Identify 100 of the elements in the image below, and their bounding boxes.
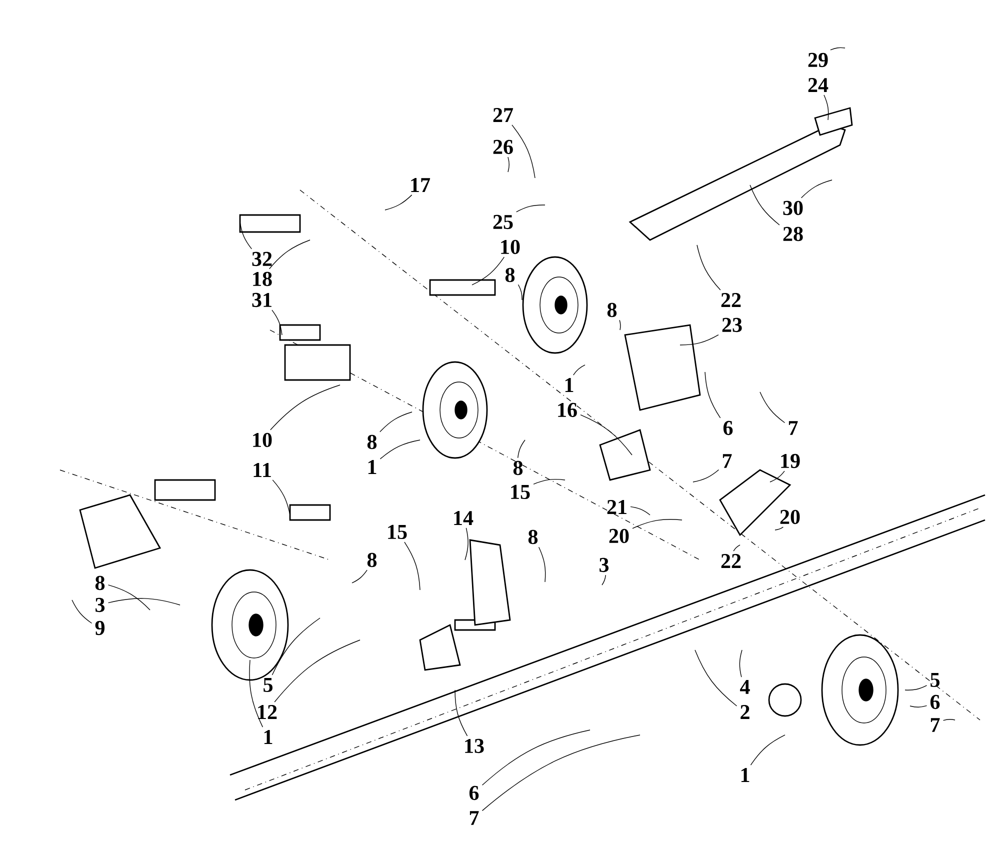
callout-number: 15 — [511, 484, 530, 500]
leader-line — [270, 384, 340, 430]
callout-number: 8 — [95, 576, 105, 590]
leader-line — [482, 734, 640, 812]
callout-number: 29 — [808, 52, 828, 68]
leader-line — [602, 574, 606, 586]
callout-number: 19 — [781, 454, 800, 468]
callout-number: 31 — [252, 292, 272, 308]
callout-number: 7 — [722, 454, 732, 468]
leader-line — [824, 94, 829, 120]
leader-line — [518, 284, 522, 300]
callout-number: 28 — [783, 226, 803, 242]
callout-number: 27 — [493, 108, 514, 122]
leader-line — [770, 470, 785, 482]
callout-number: 21 — [607, 500, 626, 514]
callout-number: 8 — [528, 530, 538, 544]
callout-number: 13 — [465, 738, 484, 754]
leader-line — [760, 392, 786, 424]
leader-line — [694, 650, 738, 706]
leader-line — [696, 244, 721, 290]
callout-number: 5 — [930, 673, 940, 687]
leader-line — [352, 570, 368, 584]
leader-line — [464, 528, 468, 560]
leader-line — [482, 730, 590, 786]
leader-line — [739, 650, 742, 678]
leader-line — [404, 542, 420, 590]
callout-number: 1 — [368, 460, 376, 474]
callout-number: 2 — [740, 705, 750, 719]
callout-number: 7 — [470, 811, 479, 825]
callout-number: 6 — [930, 694, 940, 710]
leader-line — [454, 690, 468, 736]
leader-line — [240, 222, 252, 250]
callout-number: 1 — [741, 768, 750, 782]
callout-number: 5 — [264, 678, 272, 692]
leader-line — [733, 544, 740, 552]
leader-line — [380, 412, 412, 432]
leader-line — [680, 334, 719, 346]
leader-line — [472, 256, 505, 286]
leader-line — [830, 47, 846, 50]
leader-line — [272, 618, 320, 676]
callout-number: 10 — [501, 240, 520, 254]
callout-number: 7 — [788, 421, 798, 435]
leader-line — [108, 584, 150, 610]
leader-line — [533, 478, 566, 485]
leader-line — [272, 310, 282, 336]
leader-line — [774, 526, 784, 530]
callout-number: 1 — [565, 378, 574, 392]
callout-number: 8 — [513, 460, 523, 476]
callout-number: 22 — [721, 554, 741, 568]
leader-line — [942, 718, 956, 721]
callout-number: 20 — [609, 528, 629, 544]
callout-number: 8 — [367, 434, 377, 450]
callout-number: 26 — [493, 140, 513, 154]
callout-number: 24 — [808, 78, 828, 92]
leader-line — [750, 184, 780, 226]
callout-number: 25 — [493, 214, 513, 230]
leader-line — [516, 204, 546, 212]
callout-number: 10 — [253, 432, 272, 448]
leader-line — [750, 734, 786, 766]
leader-line — [380, 440, 420, 460]
callout-number: 3 — [96, 598, 105, 612]
leader-line — [384, 194, 412, 210]
callout-number: 30 — [783, 200, 803, 216]
callout-number: 18 — [253, 272, 272, 286]
callout-number: 3 — [600, 558, 609, 572]
leader-line — [692, 469, 720, 482]
leader-line — [249, 660, 264, 728]
leader-line — [517, 440, 526, 458]
callout-number: 15 — [388, 524, 407, 540]
callout-number: 11 — [254, 463, 271, 477]
callout-number: 8 — [607, 302, 617, 318]
leader-line — [632, 519, 682, 529]
leader-line — [630, 506, 650, 516]
callout-number: 32 — [252, 252, 272, 266]
leader-line — [704, 372, 721, 418]
callout-number: 6 — [469, 786, 479, 800]
callout-number: 6 — [723, 420, 733, 436]
callout-number: 16 — [558, 402, 577, 418]
leader-line — [800, 180, 832, 198]
callout-number: 22 — [721, 293, 741, 307]
callout-number: 12 — [258, 705, 277, 719]
leader-line — [904, 685, 928, 690]
leader-line — [268, 240, 310, 270]
leader-line — [910, 705, 928, 708]
leader-line — [573, 364, 586, 376]
leader-line — [108, 598, 180, 606]
callout-number: 17 — [411, 178, 430, 192]
leader-line — [72, 600, 92, 624]
callout-number: 8 — [367, 552, 377, 568]
callout-number: 14 — [454, 511, 474, 525]
leader-line — [538, 546, 546, 582]
leader-line — [272, 480, 290, 516]
callout-number: 1 — [264, 730, 272, 744]
leader-line — [512, 124, 536, 178]
callout-number: 8 — [505, 268, 515, 282]
callout-number: 20 — [780, 510, 800, 524]
callout-number: 7 — [930, 718, 940, 732]
leader-line — [274, 640, 360, 702]
leader-line — [580, 414, 632, 456]
callout-number: 23 — [722, 318, 742, 332]
